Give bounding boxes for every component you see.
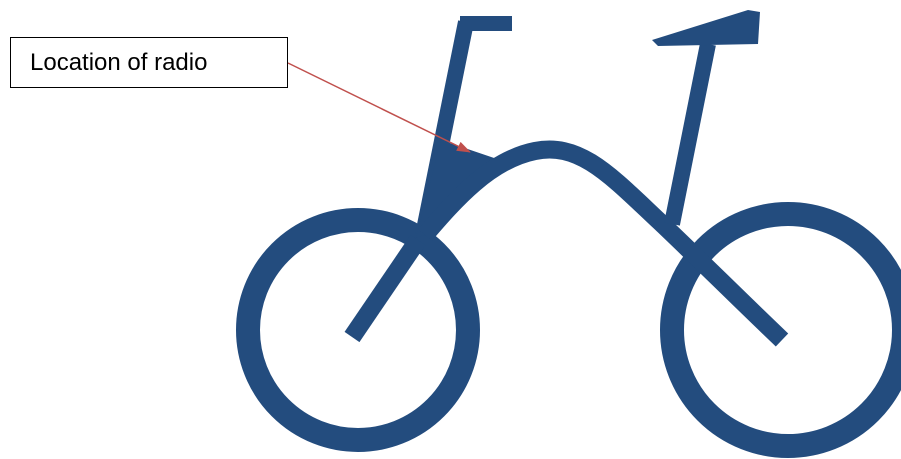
radio-location-callout: Location of radio bbox=[10, 37, 288, 88]
seat-post bbox=[672, 44, 708, 224]
rear-wheel bbox=[672, 214, 901, 446]
saddle bbox=[652, 10, 760, 46]
bicycle-icon bbox=[248, 10, 901, 446]
front-fork bbox=[352, 240, 418, 337]
handlebar bbox=[460, 16, 512, 31]
callout-label: Location of radio bbox=[30, 49, 207, 77]
